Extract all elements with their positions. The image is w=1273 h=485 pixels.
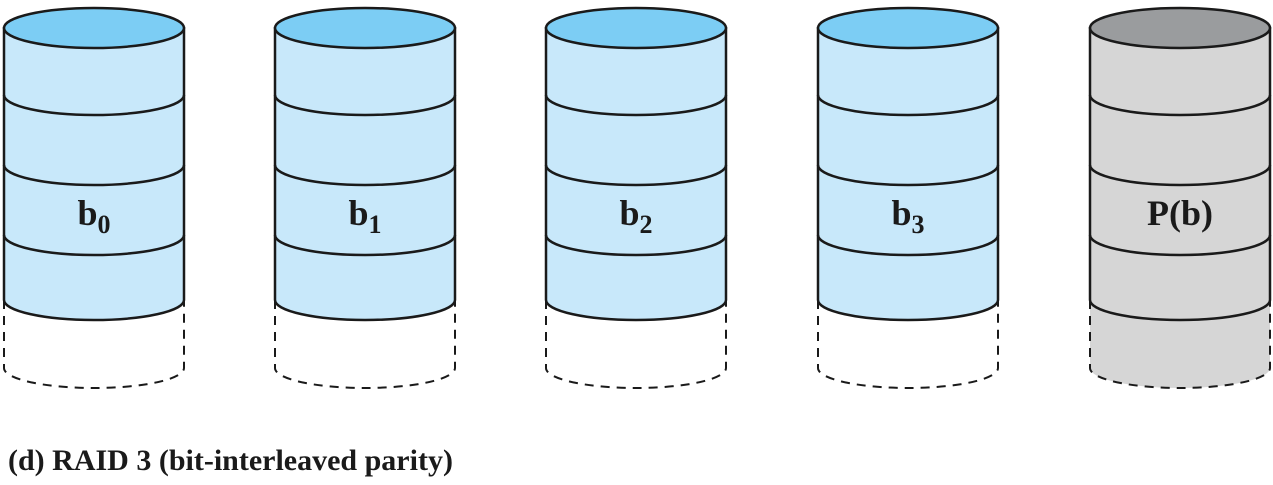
- disk-empty-extension: [1089, 300, 1271, 389]
- disk-label: P(b): [1147, 193, 1213, 233]
- strip-divider: [273, 164, 457, 187]
- disk-top: [273, 6, 457, 50]
- disk-1: b1: [273, 6, 457, 389]
- strip-divider: [1088, 164, 1272, 187]
- strip-divider: [2, 164, 186, 187]
- strip-divider: [273, 234, 457, 257]
- strip-divider: [544, 94, 728, 117]
- disk-empty-extension: [3, 300, 185, 389]
- disk-body: [816, 26, 1000, 322]
- disk-empty-extension: [817, 300, 999, 389]
- disk-top: [544, 6, 728, 50]
- disk-4: P(b): [1088, 6, 1272, 389]
- strip-divider: [816, 94, 1000, 117]
- strip-divider: [816, 234, 1000, 257]
- disk-body: [2, 26, 186, 322]
- diagram-caption: (d) RAID 3 (bit-interleaved parity): [8, 444, 453, 477]
- disk-empty-extension: [545, 300, 727, 389]
- disk-label: b3: [891, 193, 924, 239]
- disk-body: [273, 26, 457, 322]
- strip-divider: [2, 94, 186, 117]
- disk-body: [1088, 26, 1272, 322]
- disk-body: [544, 26, 728, 322]
- disk-label: b1: [348, 193, 381, 239]
- disk-label: b2: [619, 193, 652, 239]
- disk-2: b2: [544, 6, 728, 389]
- disk-top: [1088, 6, 1272, 50]
- strip-divider: [1088, 94, 1272, 117]
- disk-empty-extension: [274, 300, 456, 389]
- disk-label: b0: [77, 193, 110, 239]
- strip-divider: [1088, 234, 1272, 257]
- disk-array: b0 b1 b2 b3 P(b): [2, 6, 1272, 389]
- strip-divider: [273, 94, 457, 117]
- strip-divider: [816, 164, 1000, 187]
- disk-top: [816, 6, 1000, 50]
- disk-0: b0: [2, 6, 186, 389]
- disk-top: [2, 6, 186, 50]
- disk-3: b3: [816, 6, 1000, 389]
- strip-divider: [544, 234, 728, 257]
- strip-divider: [544, 164, 728, 187]
- strip-divider: [2, 234, 186, 257]
